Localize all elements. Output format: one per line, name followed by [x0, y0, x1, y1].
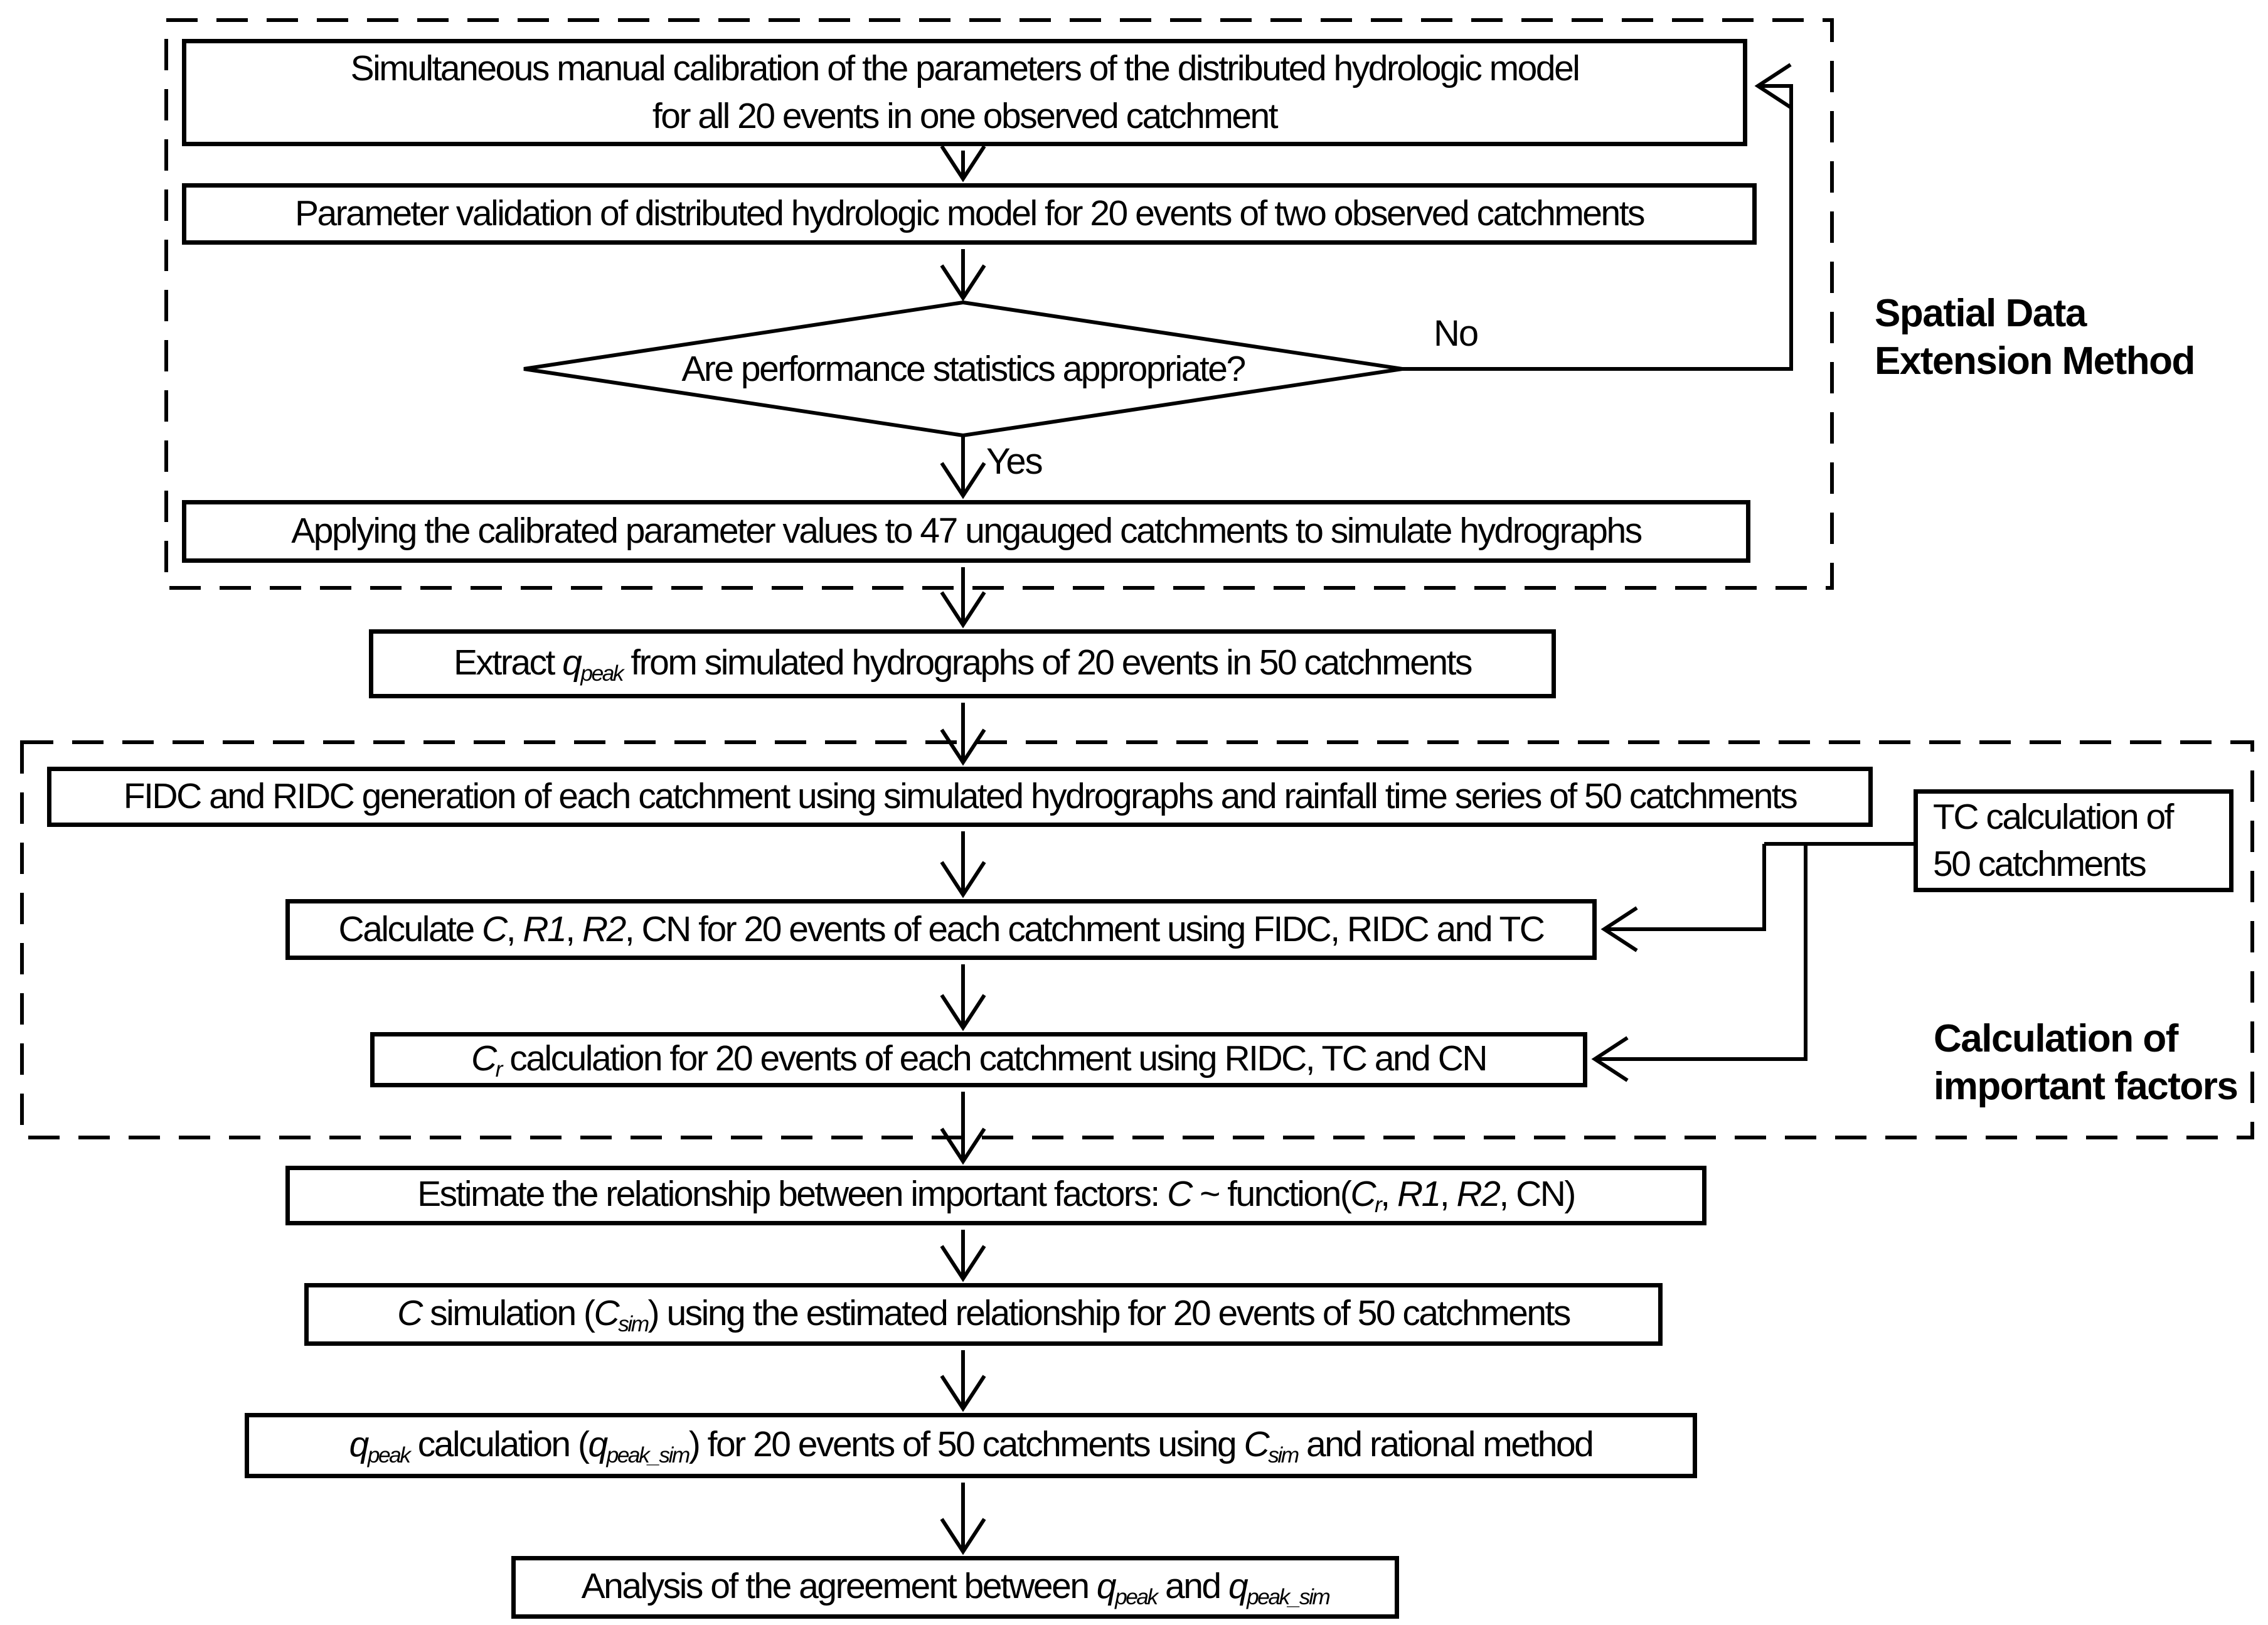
decision-question: Are performance statistics appropriate?	[681, 349, 1246, 389]
c-simulation-step: C simulation (Csim) using the estimated …	[304, 1283, 1663, 1346]
extract-qpeak-step: Extract qpeak from simulated hydrographs…	[369, 629, 1556, 698]
important-factors-region	[20, 740, 2254, 1139]
applying-step: Applying the calibrated parameter values…	[182, 500, 1750, 563]
tc-to-calculate-arrow	[1600, 844, 1766, 952]
spatial-method-region	[164, 18, 1834, 590]
no-label: No	[1434, 313, 1479, 354]
no-feedback-line	[1402, 63, 1793, 371]
yes-label: Yes	[986, 441, 1043, 482]
estimate-relationship-step: Estimate the relationship between import…	[285, 1166, 1706, 1225]
fidc-ridc-step: FIDC and RIDC generation of each catchme…	[47, 767, 1873, 827]
calibration-step: Simultaneous manual calibration of the p…	[182, 39, 1747, 146]
agreement-analysis-step: Analysis of the agreement between qpeak …	[511, 1556, 1399, 1619]
tc-to-cr-arrow	[1591, 844, 1807, 1082]
qpeak-calculation-step: qpeak calculation (qpeak_sim) for 20 eve…	[245, 1413, 1697, 1478]
calculate-factors-step: Calculate C, R1, R2, CN for 20 events of…	[285, 899, 1597, 960]
validation-step: Parameter validation of distributed hydr…	[182, 183, 1757, 245]
cr-calculation-step: Cr calculation for 20 events of each cat…	[370, 1032, 1587, 1087]
